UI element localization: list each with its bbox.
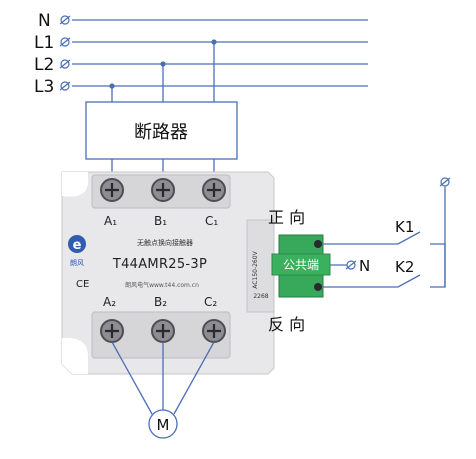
ce-mark: CE <box>76 279 89 290</box>
forward-label: 正 向 <box>268 208 305 227</box>
breaker-box <box>85 101 238 160</box>
k1-label: K1 <box>395 218 414 236</box>
side-code-label: 2268 <box>253 293 268 300</box>
output-terminal-screws <box>100 319 226 343</box>
power-lines <box>72 19 368 102</box>
junction-dots <box>109 39 217 89</box>
module-model: T44AMR25-3P <box>112 257 207 272</box>
n-line-label: N <box>38 11 51 31</box>
input-terminal-screws <box>100 178 226 202</box>
brand-name: 朗风 <box>70 258 84 267</box>
k2-label: K2 <box>395 258 414 276</box>
side-voltage-label: AC150-260V <box>252 250 259 288</box>
l3-line-label: L3 <box>34 77 54 97</box>
terminal-b1-label: B₁ <box>154 214 167 228</box>
motor-wires <box>111 341 215 415</box>
terminal-a2-label: A₂ <box>103 295 116 309</box>
terminal-c2-label: C₂ <box>204 295 217 309</box>
brand-logo-mark: e <box>73 238 82 253</box>
terminal-a1-label: A₁ <box>104 214 117 228</box>
common-n-label: N <box>359 257 370 275</box>
l1-line-label: L1 <box>34 33 54 53</box>
module-website: 朗风电气www.t44.com.cn <box>125 281 199 289</box>
terminal-c1-label: C₁ <box>205 214 218 228</box>
brand-logo: e <box>68 235 86 253</box>
motor-label: M <box>157 416 170 434</box>
motor-symbol <box>148 409 178 439</box>
l2-line-label: L2 <box>34 55 54 75</box>
control-wires <box>323 187 446 288</box>
breaker-label: 断路器 <box>134 122 188 143</box>
module-title-small: 无触点换向接触器 <box>137 238 193 247</box>
terminal-b2-label: B₂ <box>154 295 167 309</box>
switch-bus-terminal-symbol <box>439 177 451 187</box>
line-terminal-symbols <box>59 15 71 91</box>
common-n-symbol <box>345 260 357 270</box>
reverse-label: 反 向 <box>268 315 305 334</box>
common-terminal-label: 公共端 <box>283 258 319 272</box>
contactor-module <box>61 171 275 375</box>
